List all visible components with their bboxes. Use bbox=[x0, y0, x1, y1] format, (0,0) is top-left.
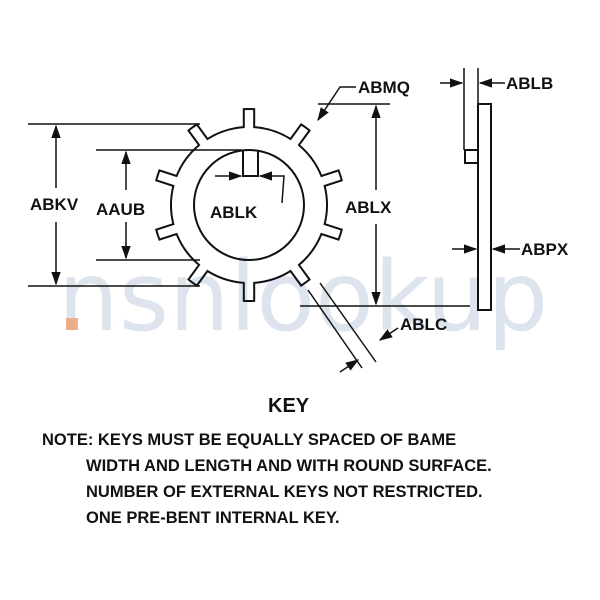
label-aaub: AAUB bbox=[96, 200, 145, 219]
ablk-leader bbox=[258, 171, 285, 204]
dimension-ablc bbox=[307, 282, 399, 373]
note-line-4: ONE PRE-BENT INTERNAL KEY. bbox=[86, 509, 340, 527]
dimension-aaub bbox=[96, 149, 242, 261]
washer-outer-outline bbox=[155, 107, 343, 303]
ablc-ext-2 bbox=[319, 282, 377, 363]
dimension-ablx bbox=[300, 103, 470, 307]
washer-inner-bore bbox=[193, 149, 305, 261]
internal-key bbox=[242, 150, 259, 177]
watermark: nsnlookup bbox=[58, 241, 548, 353]
dimension-ablk bbox=[215, 171, 285, 204]
note-line-3: NUMBER OF EXTERNAL KEYS NOT RESTRICTED. bbox=[86, 483, 483, 501]
label-ablx: ABLX bbox=[345, 198, 392, 217]
ablc-arrow-2 bbox=[378, 327, 399, 341]
figure-title: KEY bbox=[268, 395, 310, 417]
note-line-1: NOTE: KEYS MUST BE EQUALLY SPACED OF BAM… bbox=[42, 431, 456, 449]
ablc-arrow-1 bbox=[339, 359, 360, 373]
label-ablc: ABLC bbox=[400, 315, 447, 334]
dimension-abkv bbox=[28, 123, 200, 287]
label-abmq: ABMQ bbox=[358, 78, 410, 97]
notes-block: NOTE: KEYS MUST BE EQUALLY SPACED OF BAM… bbox=[42, 431, 492, 527]
watermark-dot bbox=[66, 318, 78, 330]
label-abkv: ABKV bbox=[30, 195, 79, 214]
ablc-ext-1 bbox=[307, 289, 363, 369]
washer-front-view bbox=[155, 107, 343, 303]
abmq-leader bbox=[317, 86, 356, 122]
watermark-text: nsnlookup bbox=[58, 241, 548, 353]
label-abpx: ABPX bbox=[521, 240, 569, 259]
bent-key-edge bbox=[464, 149, 479, 164]
washer-edge bbox=[477, 103, 492, 311]
label-ablb: ABLB bbox=[506, 74, 553, 93]
washer-edge-view bbox=[440, 68, 520, 311]
note-line-2: WIDTH AND LENGTH AND WITH ROUND SURFACE. bbox=[86, 457, 492, 475]
dimension-abmq bbox=[317, 86, 356, 122]
label-ablk: ABLK bbox=[210, 203, 258, 222]
